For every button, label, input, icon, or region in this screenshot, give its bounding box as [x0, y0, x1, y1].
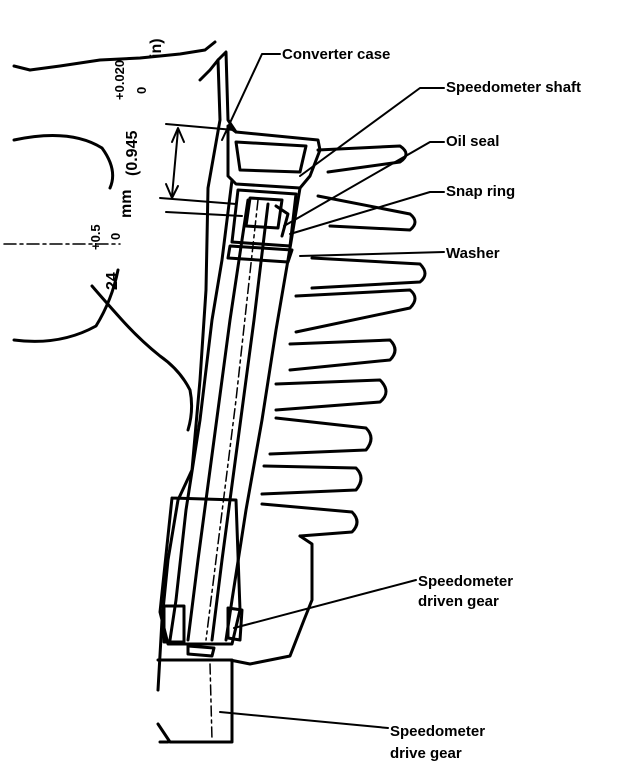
fin-9 [260, 502, 359, 538]
lower-housing [158, 496, 242, 646]
leader-oil-seal [283, 141, 445, 227]
fin-7 [268, 416, 373, 456]
housing-left-wall [156, 58, 222, 692]
dimension-nominal: 24 [104, 272, 121, 290]
driven-gear-right [226, 606, 244, 642]
fin-4 [294, 288, 417, 334]
left-boss-upper [12, 134, 115, 190]
leader-drive-gear [219, 711, 389, 729]
drive-gear-box [156, 658, 234, 744]
dim-ext-bottom [159, 197, 237, 205]
lower-right-body [228, 534, 314, 666]
leader-driven-gear [233, 579, 417, 629]
label-snap-ring: Snap ring [446, 183, 516, 200]
label-drive-gear-line1: Speedometer [390, 723, 486, 740]
seal-inner [244, 196, 284, 230]
top-cap-inner [234, 140, 308, 174]
leader-speedometer-shaft [299, 87, 445, 177]
washer-block [226, 244, 294, 264]
label-converter-case: Converter case [282, 46, 391, 63]
leader-snap-ring [289, 191, 445, 235]
label-speedometer-shaft: Speedometer shaft [446, 79, 582, 96]
bore-left [168, 178, 234, 642]
shaft-right [210, 202, 270, 642]
label-driven-gear-line1: Speedometer [418, 573, 514, 590]
fin-1 [316, 144, 408, 174]
dimension-imperial-lower: 0 [134, 86, 149, 94]
dimension-imperial: (0.945 [124, 130, 141, 176]
label-washer: Washer [446, 245, 500, 262]
dimension-tol-upper: +0.5 [88, 224, 103, 250]
dim-arrow-bottom [165, 183, 179, 199]
label-oil-seal: Oil seal [446, 133, 500, 150]
leader-converter-case [221, 53, 281, 141]
dimension-imperial-upper: +0.020 [112, 59, 127, 100]
fin-6 [274, 378, 388, 412]
dimension-unit: mm [118, 189, 135, 218]
dimension-tol-lower: 0 [108, 232, 123, 240]
fin-2 [316, 194, 417, 232]
shaft-center [205, 199, 259, 641]
case-top-edge [28, 40, 217, 72]
fin-3 [310, 256, 427, 290]
drive-gear-side [209, 663, 213, 741]
label-drive-gear-line2: drive gear [390, 745, 462, 762]
snap-ring-mark [274, 204, 290, 238]
case-top-edge-left [12, 64, 32, 72]
fin-5 [288, 338, 397, 372]
left-boss-inner-web [90, 284, 194, 432]
label-driven-gear-line2: driven gear [418, 593, 499, 610]
leader-washer [299, 251, 445, 257]
shaft-left [186, 198, 250, 642]
dim-arrow-top [171, 127, 185, 143]
dim-line [171, 129, 179, 197]
housing-outer [216, 50, 238, 134]
seal-block [230, 188, 298, 248]
driven-gear [162, 604, 186, 644]
top-cap [226, 124, 322, 190]
driven-gear-teeth [186, 644, 216, 658]
dimension-imperial-unit: in) [148, 38, 165, 58]
dim-ext-lower [165, 211, 243, 217]
left-boss-lower [12, 268, 120, 343]
dim-ext-top [165, 123, 235, 131]
fin-8 [260, 464, 363, 496]
